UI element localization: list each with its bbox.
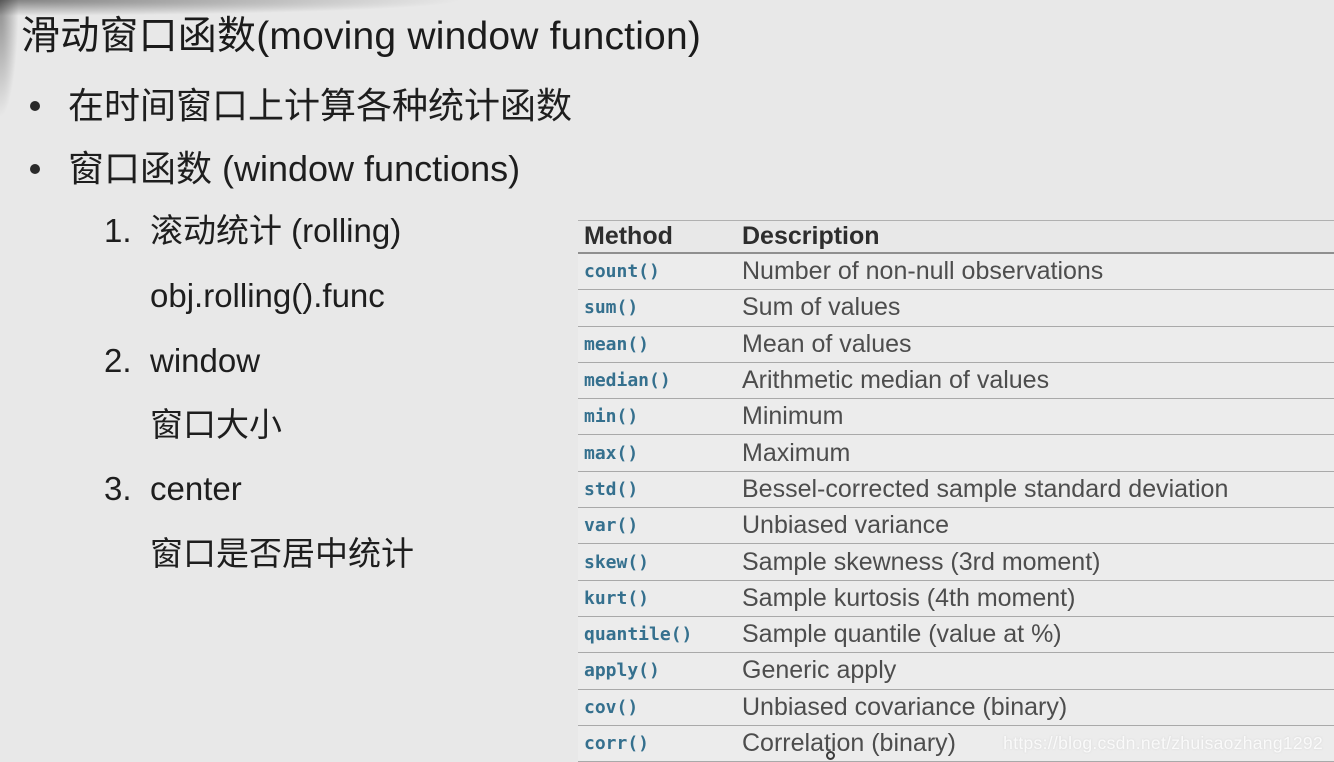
method-cell: var() [584, 515, 639, 537]
slide-title: 滑动窗口函数(moving window function) [21, 15, 702, 58]
method-cell: apply() [584, 660, 660, 682]
description-column-header: Description [742, 222, 880, 250]
description-cell: Unbiased covariance (binary) [742, 692, 1068, 721]
table-row: std() Bessel-corrected sample standard de… [578, 471, 1334, 509]
description-cell: Maximum [742, 438, 851, 467]
csdn-watermark: https://blog.csdn.net/zhuisaozhang1292 [1003, 733, 1323, 753]
method-cell: corr() [584, 733, 650, 754]
table-row: quantile() Sample quantile (value at %) [578, 616, 1334, 654]
method-cell: quantile() [584, 624, 693, 646]
description-cell: Arithmetic median of values [742, 366, 1050, 395]
table-row: sum() Sum of values [578, 290, 1334, 327]
table-row: max() Maximum [578, 435, 1334, 472]
description-cell: Bessel-corrected sample standard deviati… [742, 474, 1229, 503]
method-cell: min() [584, 406, 639, 428]
description-cell: Minimum [742, 402, 844, 431]
item-text: 滚动统计 (rolling) [150, 212, 402, 249]
description-cell: Number of non-null observations [742, 257, 1104, 286]
method-cell: count() [584, 261, 660, 283]
item-number: 2. [104, 342, 132, 379]
method-cell: skew() [584, 551, 650, 573]
description-cell: Unbiased variance [742, 511, 950, 540]
table-row: skew() Sample skewness (3rd moment) [578, 544, 1334, 581]
bullet-dot [30, 164, 40, 174]
item-number: 3. [104, 470, 132, 507]
method-cell: std() [584, 478, 639, 500]
description-cell: Correlation (binary) [742, 729, 956, 757]
method-cell: sum() [584, 297, 639, 319]
table-row: cov() Unbiased covariance (binary) [578, 689, 1334, 726]
table-header-row: Method Description [578, 221, 1334, 254]
method-column-header: Method [584, 222, 673, 250]
table-row: mean() Mean of values [578, 326, 1334, 363]
table-row: min() Minimum [578, 399, 1334, 436]
numbered-item-1-subtext: obj.rolling().func [150, 277, 385, 314]
method-cell: cov() [584, 696, 639, 718]
table-row: var() Unbiased variance [578, 508, 1334, 545]
description-cell: Sample quantile (value at %) [742, 620, 1062, 649]
bullet-item: 窗口函数 (window functions) [26, 147, 520, 190]
table-row: kurt() Sample kurtosis (4th moment) [578, 580, 1334, 617]
methods-table-body: count() Number of non-null observations su… [578, 254, 1334, 762]
description-cell: Sample skewness (3rd moment) [742, 547, 1101, 576]
bullet-dot [30, 101, 40, 111]
bullet-text: 在时间窗口上计算各种统计函数 [68, 85, 573, 126]
method-cell: kurt() [584, 587, 650, 609]
method-cell: median() [584, 370, 671, 392]
numbered-item-2-subtext: 窗口大小 [150, 406, 282, 443]
description-cell: Mean of values [742, 329, 912, 358]
table-row: corr() Correlation (binary) [578, 725, 1334, 762]
table-row: apply() Generic apply [578, 653, 1334, 690]
method-cell: max() [584, 442, 639, 464]
bullet-text: 窗口函数 (window functions) [68, 148, 521, 189]
item-text: window [150, 342, 261, 379]
numbered-item-3-subtext: 窗口是否居中统计 [150, 535, 414, 572]
table-row: median() Arithmetic median of values [578, 362, 1334, 400]
description-cell: Sample kurtosis (4th moment) [742, 583, 1076, 612]
description-cell: Generic apply [742, 656, 897, 685]
bullet-item: 在时间窗口上计算各种统计函数 [26, 84, 572, 127]
table-row: count() Number of non-null observations [578, 254, 1334, 291]
method-cell: mean() [584, 333, 650, 355]
item-text: center [150, 470, 242, 507]
cursor-artifact-icon [826, 751, 835, 760]
methods-table: Method Description count() Number of non-… [578, 220, 1334, 762]
item-number: 1. [104, 212, 132, 249]
description-cell: Sum of values [742, 293, 901, 322]
